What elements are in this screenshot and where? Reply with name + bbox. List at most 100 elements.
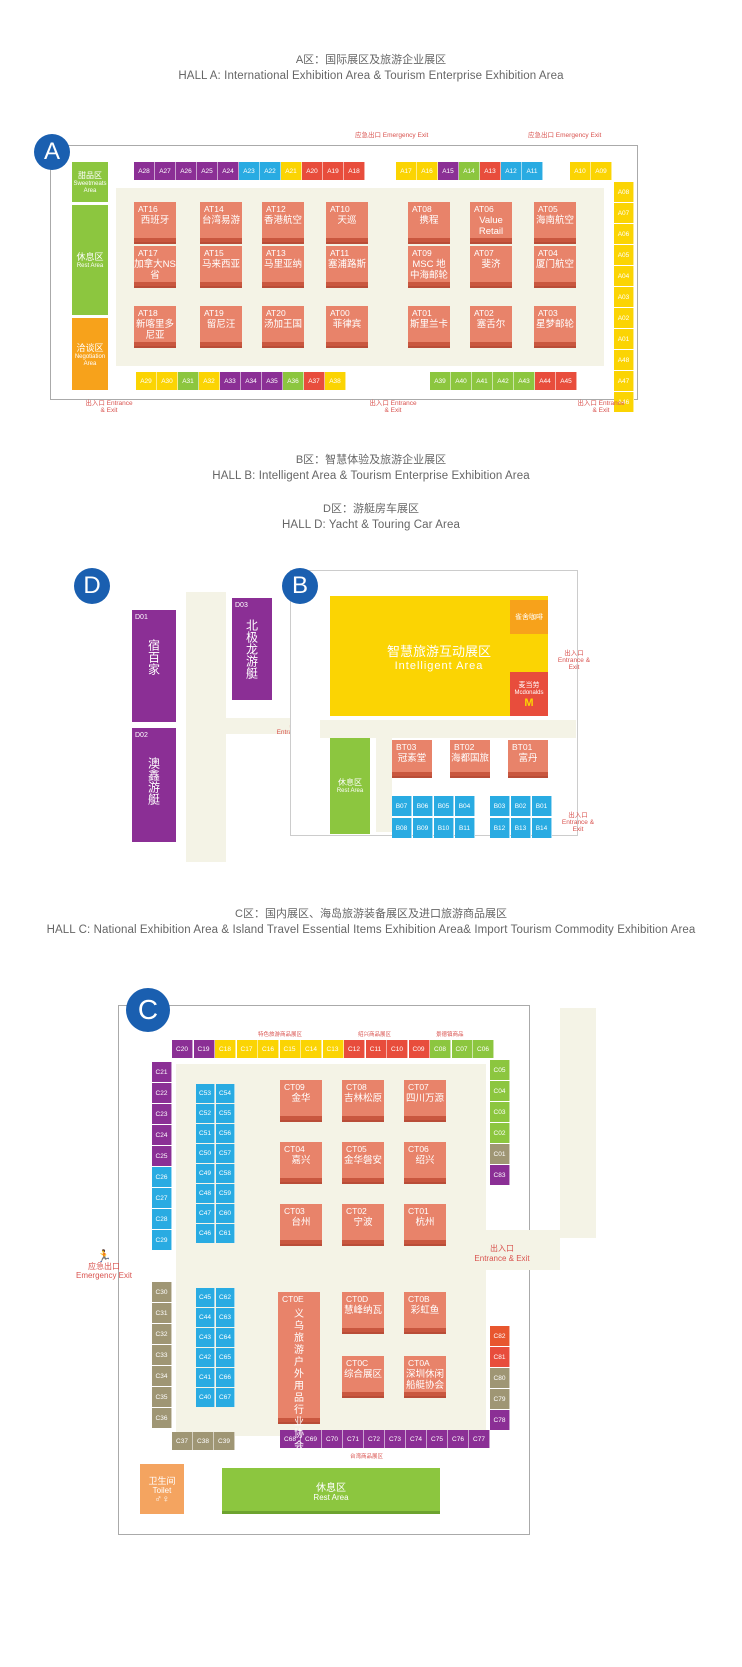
booth-c17[interactable]: C17	[236, 1040, 258, 1058]
booth-c08[interactable]: C08	[430, 1040, 451, 1058]
booth-a33[interactable]: A33	[220, 372, 241, 390]
booth-a36[interactable]: A36	[283, 372, 304, 390]
booth-a16[interactable]: A16	[417, 162, 438, 180]
booth-c45[interactable]: C45	[196, 1288, 215, 1307]
booth-b08[interactable]: B08	[392, 818, 412, 838]
mcdonalds-booth[interactable]: 麦当劳 Mcdonalds M	[510, 672, 548, 716]
booth-c09[interactable]: C09	[408, 1040, 430, 1058]
booth-a26[interactable]: A26	[176, 162, 197, 180]
booth-a27[interactable]: A27	[155, 162, 176, 180]
booth-c69[interactable]: C69	[301, 1430, 322, 1448]
booth-b05[interactable]: B05	[434, 796, 454, 816]
booth-c15[interactable]: C15	[279, 1040, 301, 1058]
booth-c54[interactable]: C54	[216, 1084, 235, 1103]
booth-c19[interactable]: C19	[193, 1040, 215, 1058]
booth-c76[interactable]: C76	[448, 1430, 469, 1448]
hall-a-emergency-exit-1[interactable]: 应急出口 Emergency Exit	[355, 132, 428, 139]
booth-b09[interactable]: B09	[413, 818, 433, 838]
booth-c25[interactable]: C25	[152, 1146, 172, 1166]
booth-c30[interactable]: C30	[152, 1282, 172, 1302]
booth-c23[interactable]: C23	[152, 1104, 172, 1124]
booth-c83[interactable]: C83	[490, 1165, 510, 1185]
booth-a45[interactable]: A45	[556, 372, 577, 390]
booth-c07[interactable]: C07	[451, 1040, 473, 1058]
booth-b01[interactable]: B01	[532, 796, 552, 816]
hall-c-emergency-exit[interactable]: 🏃 应急出口 Emergency Exit	[74, 1250, 134, 1280]
booth-c34[interactable]: C34	[152, 1366, 172, 1386]
booth-c24[interactable]: C24	[152, 1125, 172, 1145]
booth-a48[interactable]: A48	[614, 350, 634, 370]
booth-a09[interactable]: A09	[591, 162, 612, 180]
booth-a02[interactable]: A02	[614, 308, 634, 328]
booth-c39[interactable]: C39	[214, 1432, 235, 1450]
booth-a28[interactable]: A28	[134, 162, 155, 180]
booth-a35[interactable]: A35	[262, 372, 283, 390]
booth-c48[interactable]: C48	[196, 1184, 215, 1203]
booth-b04[interactable]: B04	[455, 796, 475, 816]
booth-c32[interactable]: C32	[152, 1324, 172, 1344]
booth-a04[interactable]: A04	[614, 266, 634, 286]
booth-a43[interactable]: A43	[514, 372, 535, 390]
booth-c37[interactable]: C37	[172, 1432, 193, 1450]
booth-a29[interactable]: A29	[136, 372, 157, 390]
booth-a21[interactable]: A21	[281, 162, 302, 180]
booth-a11[interactable]: A11	[522, 162, 543, 180]
booth-a34[interactable]: A34	[241, 372, 262, 390]
booth-c42[interactable]: C42	[196, 1348, 215, 1367]
booth-a30[interactable]: A30	[157, 372, 178, 390]
booth-c65[interactable]: C65	[216, 1348, 235, 1367]
booth-c61[interactable]: C61	[216, 1224, 235, 1243]
booth-c29[interactable]: C29	[152, 1230, 172, 1250]
booth-a31[interactable]: A31	[178, 372, 199, 390]
hall-b-entrance-2[interactable]: 出入口 Entrance & Exit	[556, 812, 600, 833]
booth-a19[interactable]: A19	[323, 162, 344, 180]
booth-a46[interactable]: A46	[614, 392, 634, 412]
booth-a37[interactable]: A37	[304, 372, 325, 390]
hall-a-entrance-2[interactable]: 出入口 Entrance & Exit	[368, 400, 418, 414]
booth-c05[interactable]: C05	[490, 1060, 510, 1080]
booth-d01[interactable]: D01 宿百家	[132, 610, 176, 722]
booth-b10[interactable]: B10	[434, 818, 454, 838]
booth-c40[interactable]: C40	[196, 1388, 215, 1407]
booth-c63[interactable]: C63	[216, 1308, 235, 1327]
booth-c11[interactable]: C11	[365, 1040, 387, 1058]
booth-b02[interactable]: B02	[511, 796, 531, 816]
booth-a08[interactable]: A08	[614, 182, 634, 202]
booth-a15[interactable]: A15	[438, 162, 459, 180]
booth-c75[interactable]: C75	[427, 1430, 448, 1448]
booth-c51[interactable]: C51	[196, 1124, 215, 1143]
booth-c53[interactable]: C53	[196, 1084, 215, 1103]
booth-b13[interactable]: B13	[511, 818, 531, 838]
booth-a23[interactable]: A23	[239, 162, 260, 180]
booth-c62[interactable]: C62	[216, 1288, 235, 1307]
booth-a05[interactable]: A05	[614, 245, 634, 265]
booth-a18[interactable]: A18	[344, 162, 365, 180]
booth-a12[interactable]: A12	[501, 162, 522, 180]
booth-c22[interactable]: C22	[152, 1083, 172, 1103]
booth-c72[interactable]: C72	[364, 1430, 385, 1448]
booth-b14[interactable]: B14	[532, 818, 552, 838]
booth-c74[interactable]: C74	[406, 1430, 427, 1448]
booth-a40[interactable]: A40	[451, 372, 472, 390]
booth-a10[interactable]: A10	[570, 162, 591, 180]
booth-d02[interactable]: D02 澳鑫游艇	[132, 728, 176, 842]
booth-a47[interactable]: A47	[614, 371, 634, 391]
booth-c35[interactable]: C35	[152, 1387, 172, 1407]
booth-c55[interactable]: C55	[216, 1104, 235, 1123]
